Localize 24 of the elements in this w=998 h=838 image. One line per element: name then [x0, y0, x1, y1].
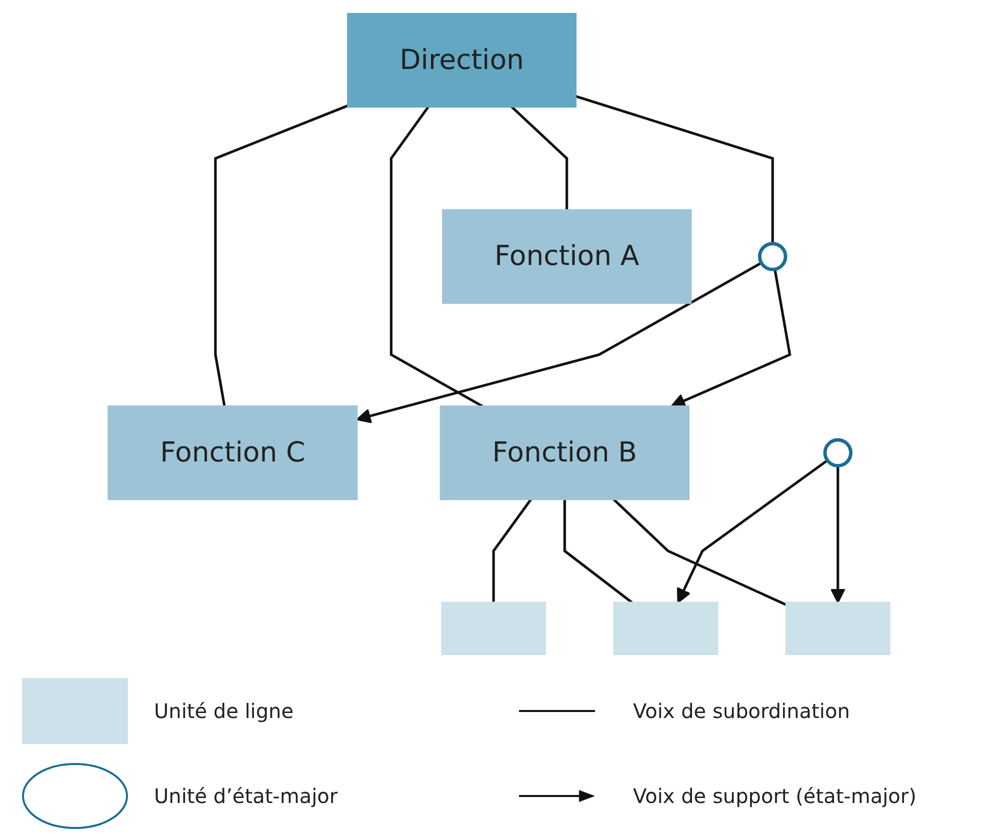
arrow [830, 466, 846, 604]
connector [390, 106, 484, 408]
connector [575, 94, 774, 244]
arrow [676, 459, 828, 604]
legend-label: Unité de ligne [154, 698, 294, 722]
connector [492, 498, 532, 603]
connector [214, 104, 348, 407]
arrow [670, 269, 792, 408]
legend-label: Unité d’état-major [154, 784, 338, 808]
connector [563, 499, 633, 604]
node-box: Fonction B [440, 405, 690, 500]
legend-label: Voix de subordination [633, 698, 850, 722]
node-box [441, 602, 546, 656]
connector [612, 498, 787, 606]
node-circle [758, 242, 788, 272]
legend-label: Voix de support (état-major) [633, 784, 916, 808]
node-box [613, 602, 718, 656]
connector [510, 106, 568, 210]
node-box [785, 602, 890, 656]
node-box: Fonction C [108, 405, 358, 500]
arrow [356, 262, 762, 424]
node-circle [823, 438, 853, 468]
node-box: Fonction A [442, 209, 692, 304]
node-box: Direction [347, 12, 577, 108]
